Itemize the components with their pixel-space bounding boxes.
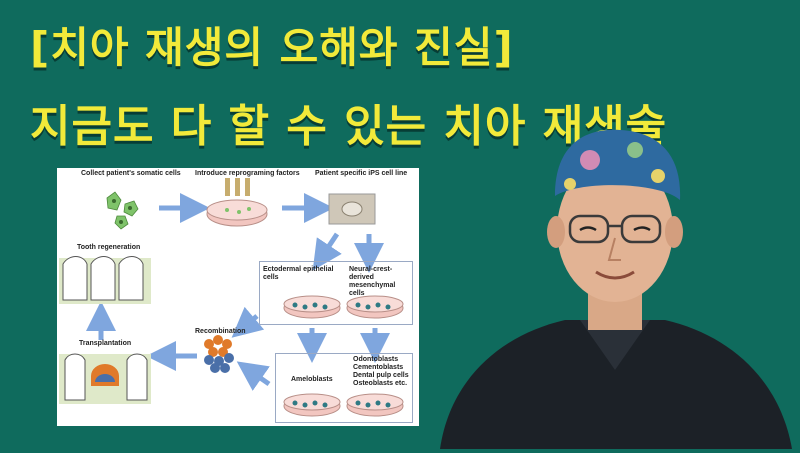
title-line-1: [치아 재생의 오해와 진실]: [30, 23, 514, 72]
title-line-2: 지금도 다 할 수 있는 치아 재생술: [30, 101, 668, 152]
ectodermal-label: Ectodermal epithelial cells: [263, 266, 334, 281]
neural-crest-label: Neural-crest-derived mesenchymal cells: [349, 266, 396, 297]
differentiation-box-bottom: [275, 353, 413, 423]
step-ips-label: Patient specific iPS cell line: [315, 170, 408, 177]
petri-dish-icon: [206, 178, 268, 227]
odontoblasts-label: Odontoblasts: [353, 356, 399, 363]
ips-tooth-regeneration-diagram: Collect patient's somatic cells Introduc…: [57, 168, 419, 426]
recombination-label: Recombination: [195, 328, 246, 335]
step-collect-label: Collect patient's somatic cells: [81, 170, 181, 177]
dentist-photo: [430, 120, 800, 449]
ameloblasts-label: Ameloblasts: [291, 376, 333, 383]
diagram-graphics: [59, 178, 404, 417]
step-introduce-label: Introduce reprograming factors: [195, 170, 300, 177]
differentiation-box-top: [259, 261, 413, 325]
recombination-cell-cluster-icon: [204, 335, 234, 373]
osteoblasts-label: Osteoblasts etc.: [353, 380, 408, 387]
cementoblasts-label: Cementoblasts: [353, 364, 404, 371]
dental-pulp-label: Dental pulp cells: [353, 372, 409, 379]
tooth-regeneration-label: Tooth regeneration: [77, 244, 141, 251]
somatic-cells-icon: [106, 191, 139, 230]
transplantation-label: Transplantation: [79, 340, 132, 347]
